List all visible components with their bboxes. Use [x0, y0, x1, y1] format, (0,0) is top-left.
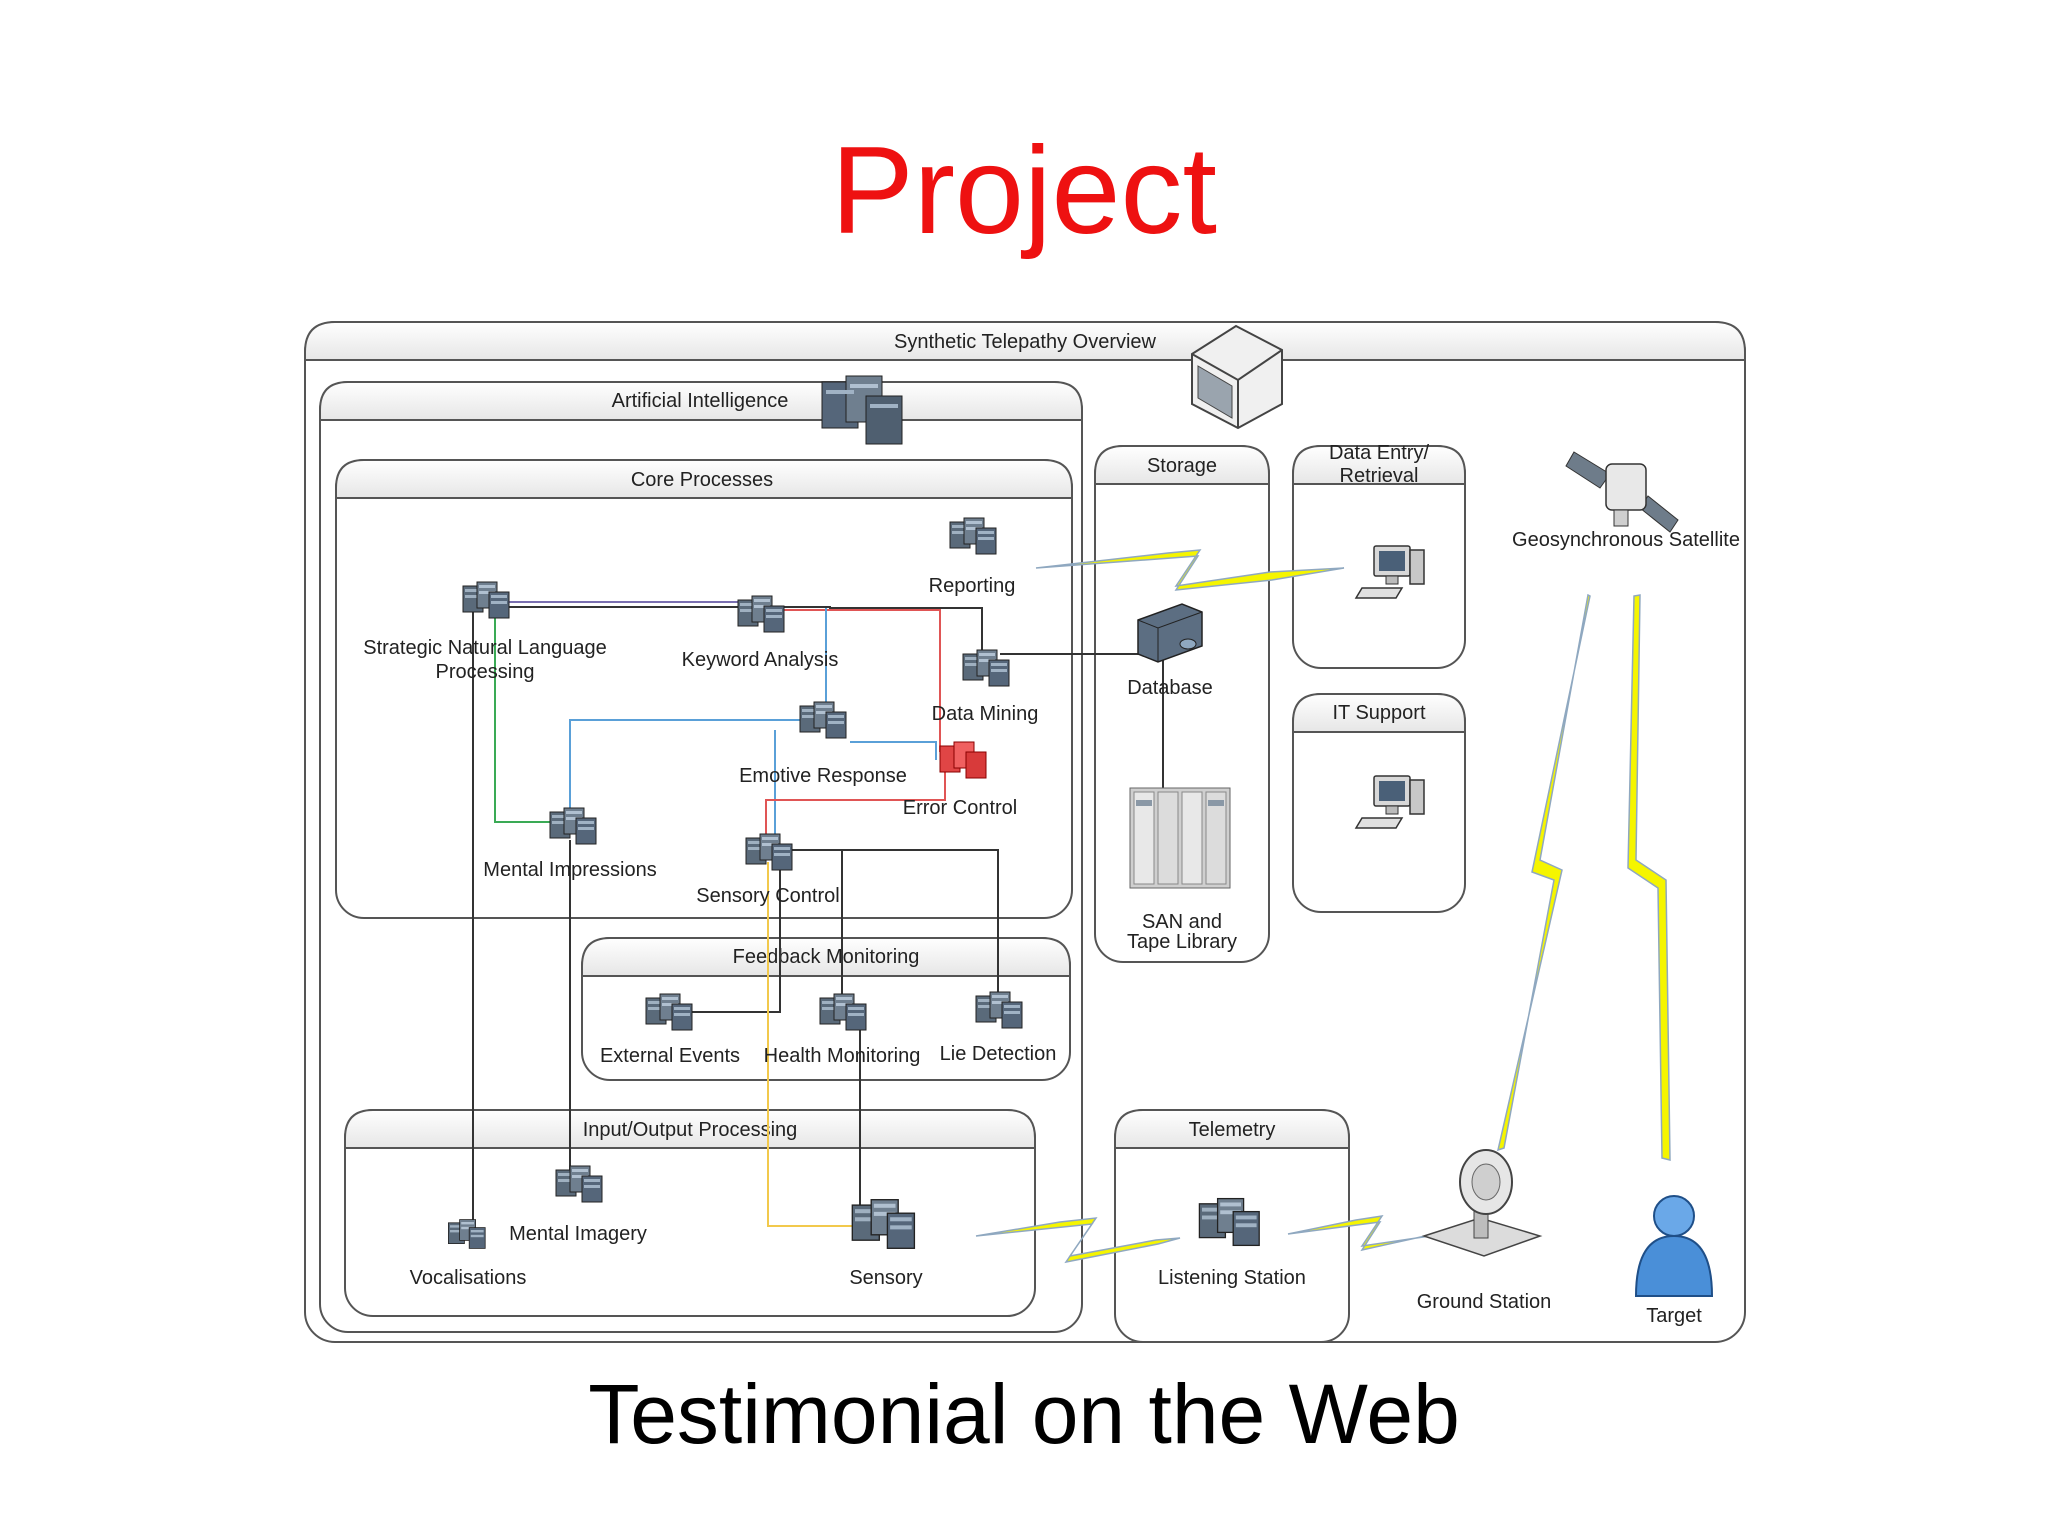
telemetry-header: Telemetry: [1189, 1119, 1276, 1141]
label-emotive: Emotive Response: [739, 765, 907, 787]
bolt-sensory-listening: [975, 1217, 1181, 1264]
line-keyword-error-red: [760, 609, 941, 752]
label-data-mining: Data Mining: [932, 703, 1039, 725]
label-error-control: Error Control: [903, 797, 1017, 819]
bolt-satellite-ground: [1496, 593, 1591, 1152]
label-health-monitoring: Health Monitoring: [764, 1045, 921, 1067]
data-entry-header-line2: Retrieval: [1340, 465, 1419, 487]
line-sensory-control-lie: [790, 849, 999, 1000]
label-external-events: External Events: [600, 1045, 740, 1067]
label-sensory-control: Sensory Control: [696, 885, 839, 907]
label-mental-impressions: Mental Impressions: [483, 859, 656, 881]
data-entry-header-line1: Data Entry/: [1329, 442, 1429, 464]
line-emotive-blue-left: [569, 719, 820, 822]
label-listening-station: Listening Station: [1158, 1267, 1306, 1289]
label-lie-detection: Lie Detection: [940, 1043, 1057, 1065]
line-snlp-datamining: [485, 606, 983, 650]
core-header: Core Processes: [631, 469, 773, 491]
feedback-header: Feedback Monitoring: [733, 946, 920, 968]
label-keyword: Keyword Analysis: [682, 649, 839, 671]
label-reporting: Reporting: [929, 575, 1016, 597]
slide-subtitle: Testimonial on the Web: [588, 1367, 1460, 1461]
label-snlp-line1: Strategic Natural Language: [363, 637, 607, 659]
label-target: Target: [1646, 1305, 1702, 1327]
line-sensory-control-external: [676, 862, 781, 1013]
ai-header: Artificial Intelligence: [612, 390, 789, 412]
satellite-icon: [1565, 451, 1679, 533]
node-labels: Reporting Strategic Natural Language Pro…: [363, 529, 1740, 1327]
label-snlp-line2: Processing: [436, 661, 535, 683]
it-support-header: IT Support: [1332, 702, 1425, 724]
label-database: Database: [1127, 677, 1213, 699]
line-snlp-mental-green: [494, 612, 560, 823]
connection-lines: [472, 601, 1164, 1232]
line-sensory-control-yellow: [767, 862, 860, 1227]
io-header: Input/Output Processing: [583, 1119, 798, 1141]
storage-header: Storage: [1147, 455, 1217, 477]
server-icon-error: [939, 741, 987, 779]
bolt-satellite-target: [1627, 594, 1671, 1161]
lightning-links: [975, 549, 1671, 1264]
io-frame: Input/Output Processing: [344, 1109, 1036, 1317]
database-server-icon: [1137, 603, 1203, 663]
mainframe-icon: [1191, 324, 1283, 430]
label-san-line2: Tape Library: [1127, 931, 1237, 953]
person-icon: [1634, 1195, 1714, 1297]
label-mental-imagery: Mental Imagery: [509, 1223, 647, 1245]
satellite-dish-icon: [1421, 1149, 1543, 1257]
ai-server-cluster-icon: [821, 375, 903, 445]
label-san-line1: SAN and: [1142, 911, 1222, 933]
core-frame: Core Processes: [335, 459, 1073, 919]
label-satellite: Geosynchronous Satellite: [1512, 529, 1740, 551]
line-emotive-error-blue: [850, 741, 937, 760]
bolt-reporting-dataentry: [1035, 549, 1345, 591]
label-ground-station: Ground Station: [1417, 1291, 1552, 1313]
overview-header: Synthetic Telepathy Overview: [894, 331, 1157, 353]
label-vocalisations: Vocalisations: [410, 1267, 527, 1289]
line-error-sensory-red: [765, 770, 946, 840]
storage-rack-icon: [1129, 787, 1231, 889]
label-sensory: Sensory: [849, 1267, 922, 1289]
slide-title: Project: [831, 122, 1217, 260]
